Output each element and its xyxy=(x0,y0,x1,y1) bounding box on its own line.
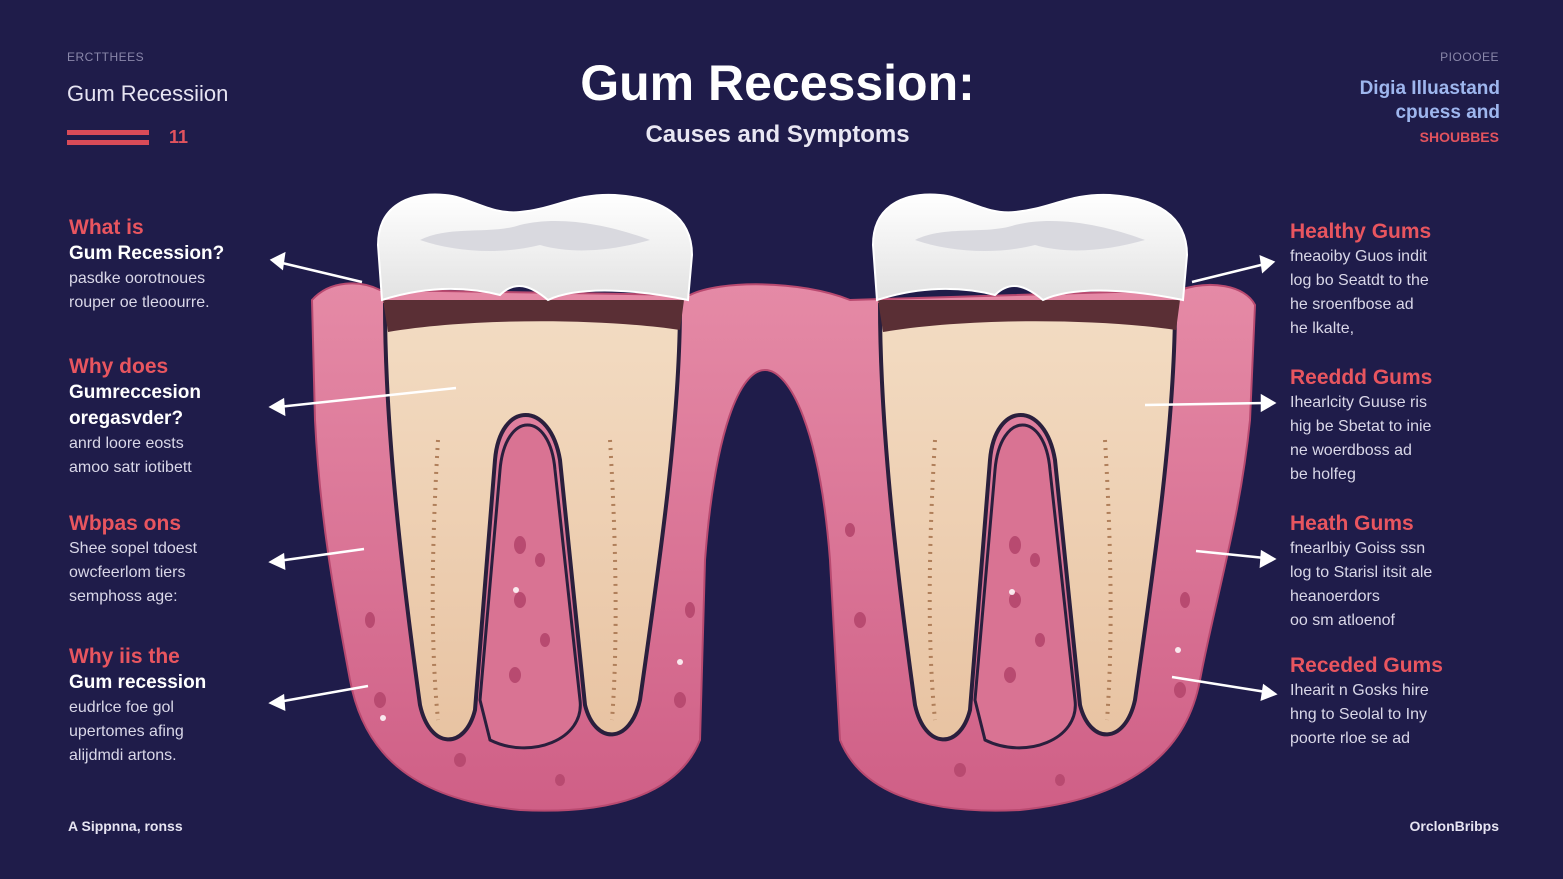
left-label-4-body-line: alijdmdi artons. xyxy=(69,747,177,764)
left-label-2-body-line: anrd loore eosts xyxy=(69,435,184,452)
page-subtitle: Causes and Symptoms xyxy=(645,121,910,148)
left-label-1-body-line: rouper oe tleoourre. xyxy=(69,294,210,311)
left-label-4-heading-white: Gum recession xyxy=(69,672,207,693)
right-label-1-body-line: he sroenfbose ad xyxy=(1290,296,1414,313)
gum-texture-marks xyxy=(365,523,1190,786)
right-pointer-arrows xyxy=(1144,255,1278,701)
left-label-3-body-line: owcfeerlom tiers xyxy=(69,564,186,581)
right-tooth-crown xyxy=(871,193,1189,302)
header-left-title: Gum Recessiion xyxy=(67,81,229,106)
left-label-2-heading-red: Why does xyxy=(69,355,169,378)
right-label-1-body-line: log bo Seatdt to the xyxy=(1290,272,1429,289)
right-label-3-body-line: oo sm atloenof xyxy=(1290,612,1395,629)
right-label-2-heading: Reeddd Gums xyxy=(1290,366,1433,389)
right-crown-shadow xyxy=(915,220,1145,252)
right-label-2-body-line: hig be Sbetat to inie xyxy=(1290,418,1432,435)
gum-highlights xyxy=(380,587,1181,721)
right-label-1-heading: Healthy Gums xyxy=(1290,220,1432,243)
left-label-4-heading-red: Why iis the xyxy=(69,645,180,668)
left-label-1-heading-red: What is xyxy=(69,216,144,239)
left-label-2-body-line: amoo satr iotibett xyxy=(69,459,192,476)
left-label-1-heading-white: Gum Recession? xyxy=(69,243,225,264)
right-label-1: Healthy Gums fneaoiby Guos indit log bo … xyxy=(1290,219,1540,341)
left-label-3-body-line: semphoss age: xyxy=(69,588,178,605)
header-accent-bar-top xyxy=(67,130,149,135)
right-label-2: Reeddd Gums Ihearlcity Guuse ris hig be … xyxy=(1290,365,1540,487)
header-right-caption: PIOOOEE xyxy=(1440,50,1499,64)
right-label-4-body-line: poorte rloe se ad xyxy=(1290,730,1411,747)
left-tooth-dentin-band xyxy=(383,300,684,332)
left-pointer-arrows xyxy=(268,251,457,712)
header-left-caption: ERCTTHEES xyxy=(67,50,145,64)
right-root-canal-b xyxy=(1103,439,1113,721)
right-label-4-body-line: hng to Seolal to Iny xyxy=(1290,706,1427,723)
right-root-canal-a xyxy=(927,439,937,721)
right-label-2-body-line: Ihearlcity Guuse ris xyxy=(1290,394,1427,411)
right-label-3-body-line: heanoerdors xyxy=(1290,588,1380,605)
header-right-line2: cpuess and xyxy=(1395,102,1500,123)
right-label-4-heading: Receded Gums xyxy=(1290,654,1443,677)
right-interradicular-gum xyxy=(973,423,1077,750)
right-label-2-body-line: ne woerdboss ad xyxy=(1290,442,1412,459)
left-label-4-body-line: eudrlce foe gol xyxy=(69,699,174,716)
right-label-1-body-line: he lkalte, xyxy=(1290,320,1355,337)
footer-left-credit: A Sippnna, ronss xyxy=(68,818,183,834)
left-tooth-crown xyxy=(376,193,694,302)
left-label-1-body-line: pasdke oorotnoues xyxy=(69,270,206,287)
left-root-canal-a xyxy=(430,439,440,721)
left-label-4: Why iis the Gum recession eudrlce foe go… xyxy=(69,644,319,768)
right-label-4-body-line: Ihearit n Gosks hire xyxy=(1290,682,1429,699)
left-root-canal-b xyxy=(608,439,618,721)
header-left-number: 11 xyxy=(169,127,189,147)
left-label-2: Why does Gumreccesion oregasvder? anrd l… xyxy=(69,354,249,480)
left-label-3: Wbpas ons Shee sopel tdoest owcfeerlom t… xyxy=(69,511,319,609)
right-label-3: Heath Gums fnearlbiy Goiss ssn log to St… xyxy=(1290,511,1540,633)
right-label-3-body-line: fnearlbiy Goiss ssn xyxy=(1290,540,1426,557)
page-title: Gum Recession: xyxy=(580,55,975,111)
left-label-3-heading-red: Wbpas ons xyxy=(69,512,182,535)
right-label-3-heading: Heath Gums xyxy=(1290,512,1414,535)
left-crown-shadow xyxy=(420,220,650,252)
header-right-line1: Digia Illuastand xyxy=(1359,78,1500,99)
header-accent-bar-bottom xyxy=(67,140,149,145)
left-label-4-body-line: upertomes afing xyxy=(69,723,184,740)
left-tooth-root xyxy=(382,303,683,742)
left-label-3-body-line: Shee sopel tdoest xyxy=(69,540,198,557)
right-label-1-body-line: fneaoiby Guos indit xyxy=(1290,248,1427,265)
right-label-4: Receded Gums Ihearit n Gosks hire hng to… xyxy=(1290,653,1540,751)
left-label-2-heading-white: Gumreccesion oregasvder? xyxy=(69,382,201,429)
right-tooth-dentin-band xyxy=(878,300,1180,332)
header-right-red-tag: SHOUBBES xyxy=(1419,129,1499,145)
footer-right-credit: OrclonBribps xyxy=(1409,818,1499,834)
left-interradicular-gum xyxy=(478,423,582,750)
right-label-2-body-line: be holfeg xyxy=(1290,466,1356,483)
right-tooth-root xyxy=(877,303,1178,742)
right-label-3-body-line: log to Starisl itsit ale xyxy=(1290,564,1433,581)
left-label-1: What is Gum Recession? pasdke oorotnoues… xyxy=(69,215,319,315)
